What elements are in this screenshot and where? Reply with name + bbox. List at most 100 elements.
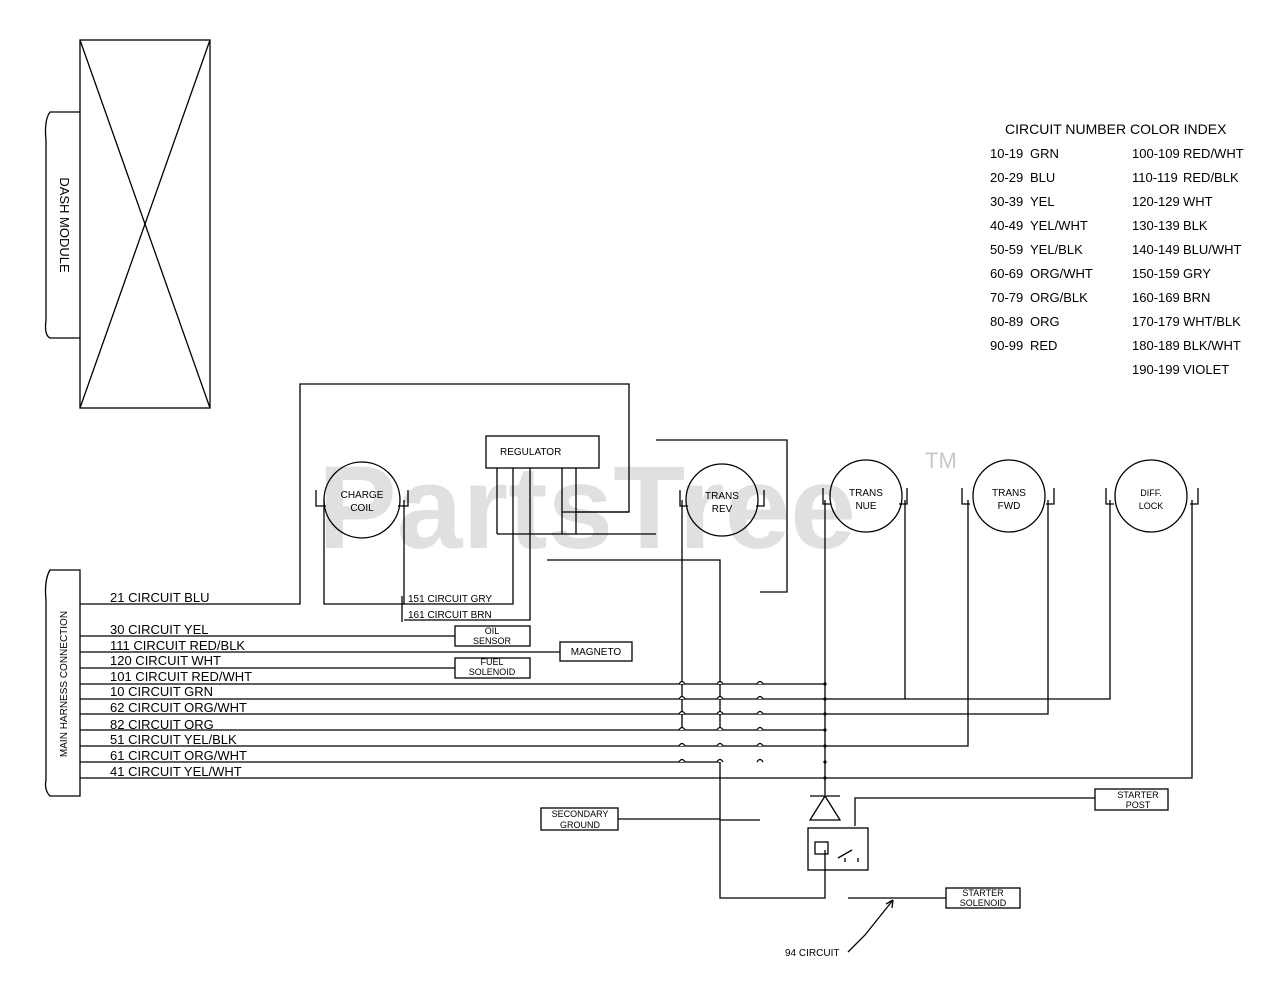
crossing-hop	[716, 680, 724, 685]
index-range: 110-119	[1132, 170, 1178, 185]
watermark-text: PartsTree	[318, 442, 856, 574]
index-range: 70-79	[990, 290, 1023, 305]
oil-sensor: OIL SENSOR	[454, 625, 531, 647]
charge-coil: CHARGE COIL 151 CIRCUIT GRY 161 CIRCUIT …	[315, 461, 492, 622]
index-color: BRN	[1183, 290, 1210, 305]
index-range: 170-179	[1132, 314, 1180, 329]
charge-coil-line2: COIL	[350, 503, 374, 514]
regulator: REGULATOR	[403, 435, 656, 621]
index-color: ORG/BLK	[1030, 290, 1088, 305]
trans-fwd-line2: FWD	[998, 501, 1021, 512]
index-color: YEL/WHT	[1030, 218, 1088, 233]
junction-dot	[823, 776, 827, 780]
index-range: 120-129	[1132, 194, 1180, 209]
crossing-hop	[678, 710, 686, 715]
index-color: RED/WHT	[1183, 146, 1244, 161]
diff-lock: DIFF. LOCK	[1105, 459, 1199, 533]
index-range: 180-189	[1132, 338, 1180, 353]
trans-nue-line1: TRANS	[849, 488, 883, 499]
trans-rev-line2: REV	[712, 504, 733, 515]
starter-solenoid: STARTER SOLENOID	[945, 887, 1021, 909]
crossing-hop	[756, 680, 764, 685]
index-color: GRN	[1030, 146, 1059, 161]
index-range: 40-49	[990, 218, 1023, 233]
charge-coil-line1: CHARGE	[341, 490, 384, 501]
index-color: WHT	[1183, 194, 1213, 209]
circuit-label: 30 CIRCUIT YEL	[110, 622, 209, 637]
crossing-hop	[678, 726, 686, 731]
circuit-label: 111 CIRCUIT RED/BLK	[110, 638, 245, 653]
index-color: YEL/BLK	[1030, 242, 1083, 257]
watermark-tm: TM	[925, 448, 957, 473]
crossing-hop	[678, 695, 686, 700]
crossing-hop	[716, 742, 724, 747]
index-range: 130-139	[1132, 218, 1180, 233]
trans-nue: TRANS NUE	[822, 459, 908, 533]
secondary-ground: SECONDARY GROUND	[540, 807, 720, 831]
index-range: 90-99	[990, 338, 1023, 353]
index-range: 10-19	[990, 146, 1023, 161]
index-range: 50-59	[990, 242, 1023, 257]
junction-dot	[823, 744, 827, 748]
harness-wires	[80, 383, 1193, 779]
junction-dot	[823, 728, 827, 732]
index-color: ORG	[1030, 314, 1060, 329]
circuit-label: 61 CIRCUIT ORG/WHT	[110, 748, 247, 763]
regulator-label: REGULATOR	[500, 447, 561, 458]
trans-rev: TRANS REV	[679, 463, 765, 537]
crossing-hop	[678, 742, 686, 747]
trans-fwd: TRANS FWD	[961, 459, 1055, 533]
index-range: 80-89	[990, 314, 1023, 329]
index-color: YEL	[1030, 194, 1055, 209]
secondary-ground-line2: GROUND	[560, 820, 600, 830]
crossing-hop	[756, 726, 764, 731]
index-range: 60-69	[990, 266, 1023, 281]
diff-lock-line1: DIFF.	[1140, 488, 1162, 498]
index-color: BLU/WHT	[1183, 242, 1242, 257]
index-range: 100-109	[1132, 146, 1180, 161]
junction-dot	[823, 682, 827, 686]
circuit-label: 10 CIRCUIT GRN	[110, 684, 213, 699]
starter-solenoid-line1: STARTER	[962, 888, 1004, 898]
index-range: 30-39	[990, 194, 1023, 209]
starter-solenoid-line2: SOLENOID	[960, 898, 1007, 908]
diode-relay	[807, 794, 869, 871]
crossing-hop	[756, 742, 764, 747]
circuit-label: 62 CIRCUIT ORG/WHT	[110, 700, 247, 715]
secondary-ground-line1: SECONDARY	[552, 809, 609, 819]
circuit-label: 41 CIRCUIT YEL/WHT	[110, 764, 242, 779]
dash-module-label: DASH MODULE	[57, 177, 72, 273]
fuel-solenoid-line1: FUEL	[480, 657, 503, 667]
crossing-hop	[716, 726, 724, 731]
index-color: BLU	[1030, 170, 1055, 185]
crossing-hop	[756, 695, 764, 700]
oil-sensor-line2: SENSOR	[473, 636, 512, 646]
index-range: 150-159	[1132, 266, 1180, 281]
index-color: RED/BLK	[1183, 170, 1239, 185]
index-color: VIOLET	[1183, 362, 1229, 377]
circuit-label: 51 CIRCUIT YEL/BLK	[110, 732, 237, 747]
junction-dot	[823, 760, 827, 764]
circuit-label: 21 CIRCUIT BLU	[110, 590, 209, 605]
crossing-hop	[716, 710, 724, 715]
dash-module: DASH MODULE	[44, 39, 211, 409]
circuit-151-label: 151 CIRCUIT GRY	[408, 594, 492, 605]
starter-post: STARTER POST	[1094, 788, 1169, 811]
trans-fwd-line1: TRANS	[992, 488, 1026, 499]
index-range: 20-29	[990, 170, 1023, 185]
starter-post-line2: POST	[1126, 800, 1151, 810]
crossing-hop	[716, 758, 724, 763]
fuel-solenoid-line2: SOLENOID	[469, 667, 516, 677]
index-range: 140-149	[1132, 242, 1180, 257]
circuit-161-label: 161 CIRCUIT BRN	[408, 610, 492, 621]
oil-sensor-line1: OIL	[485, 626, 500, 636]
main-harness-connector: MAIN HARNESS CONNECTION	[44, 569, 81, 797]
crossing-hop	[678, 758, 686, 763]
starter-post-line1: STARTER	[1117, 790, 1159, 800]
index-color: BLK	[1183, 218, 1208, 233]
crossing-hop	[756, 710, 764, 715]
